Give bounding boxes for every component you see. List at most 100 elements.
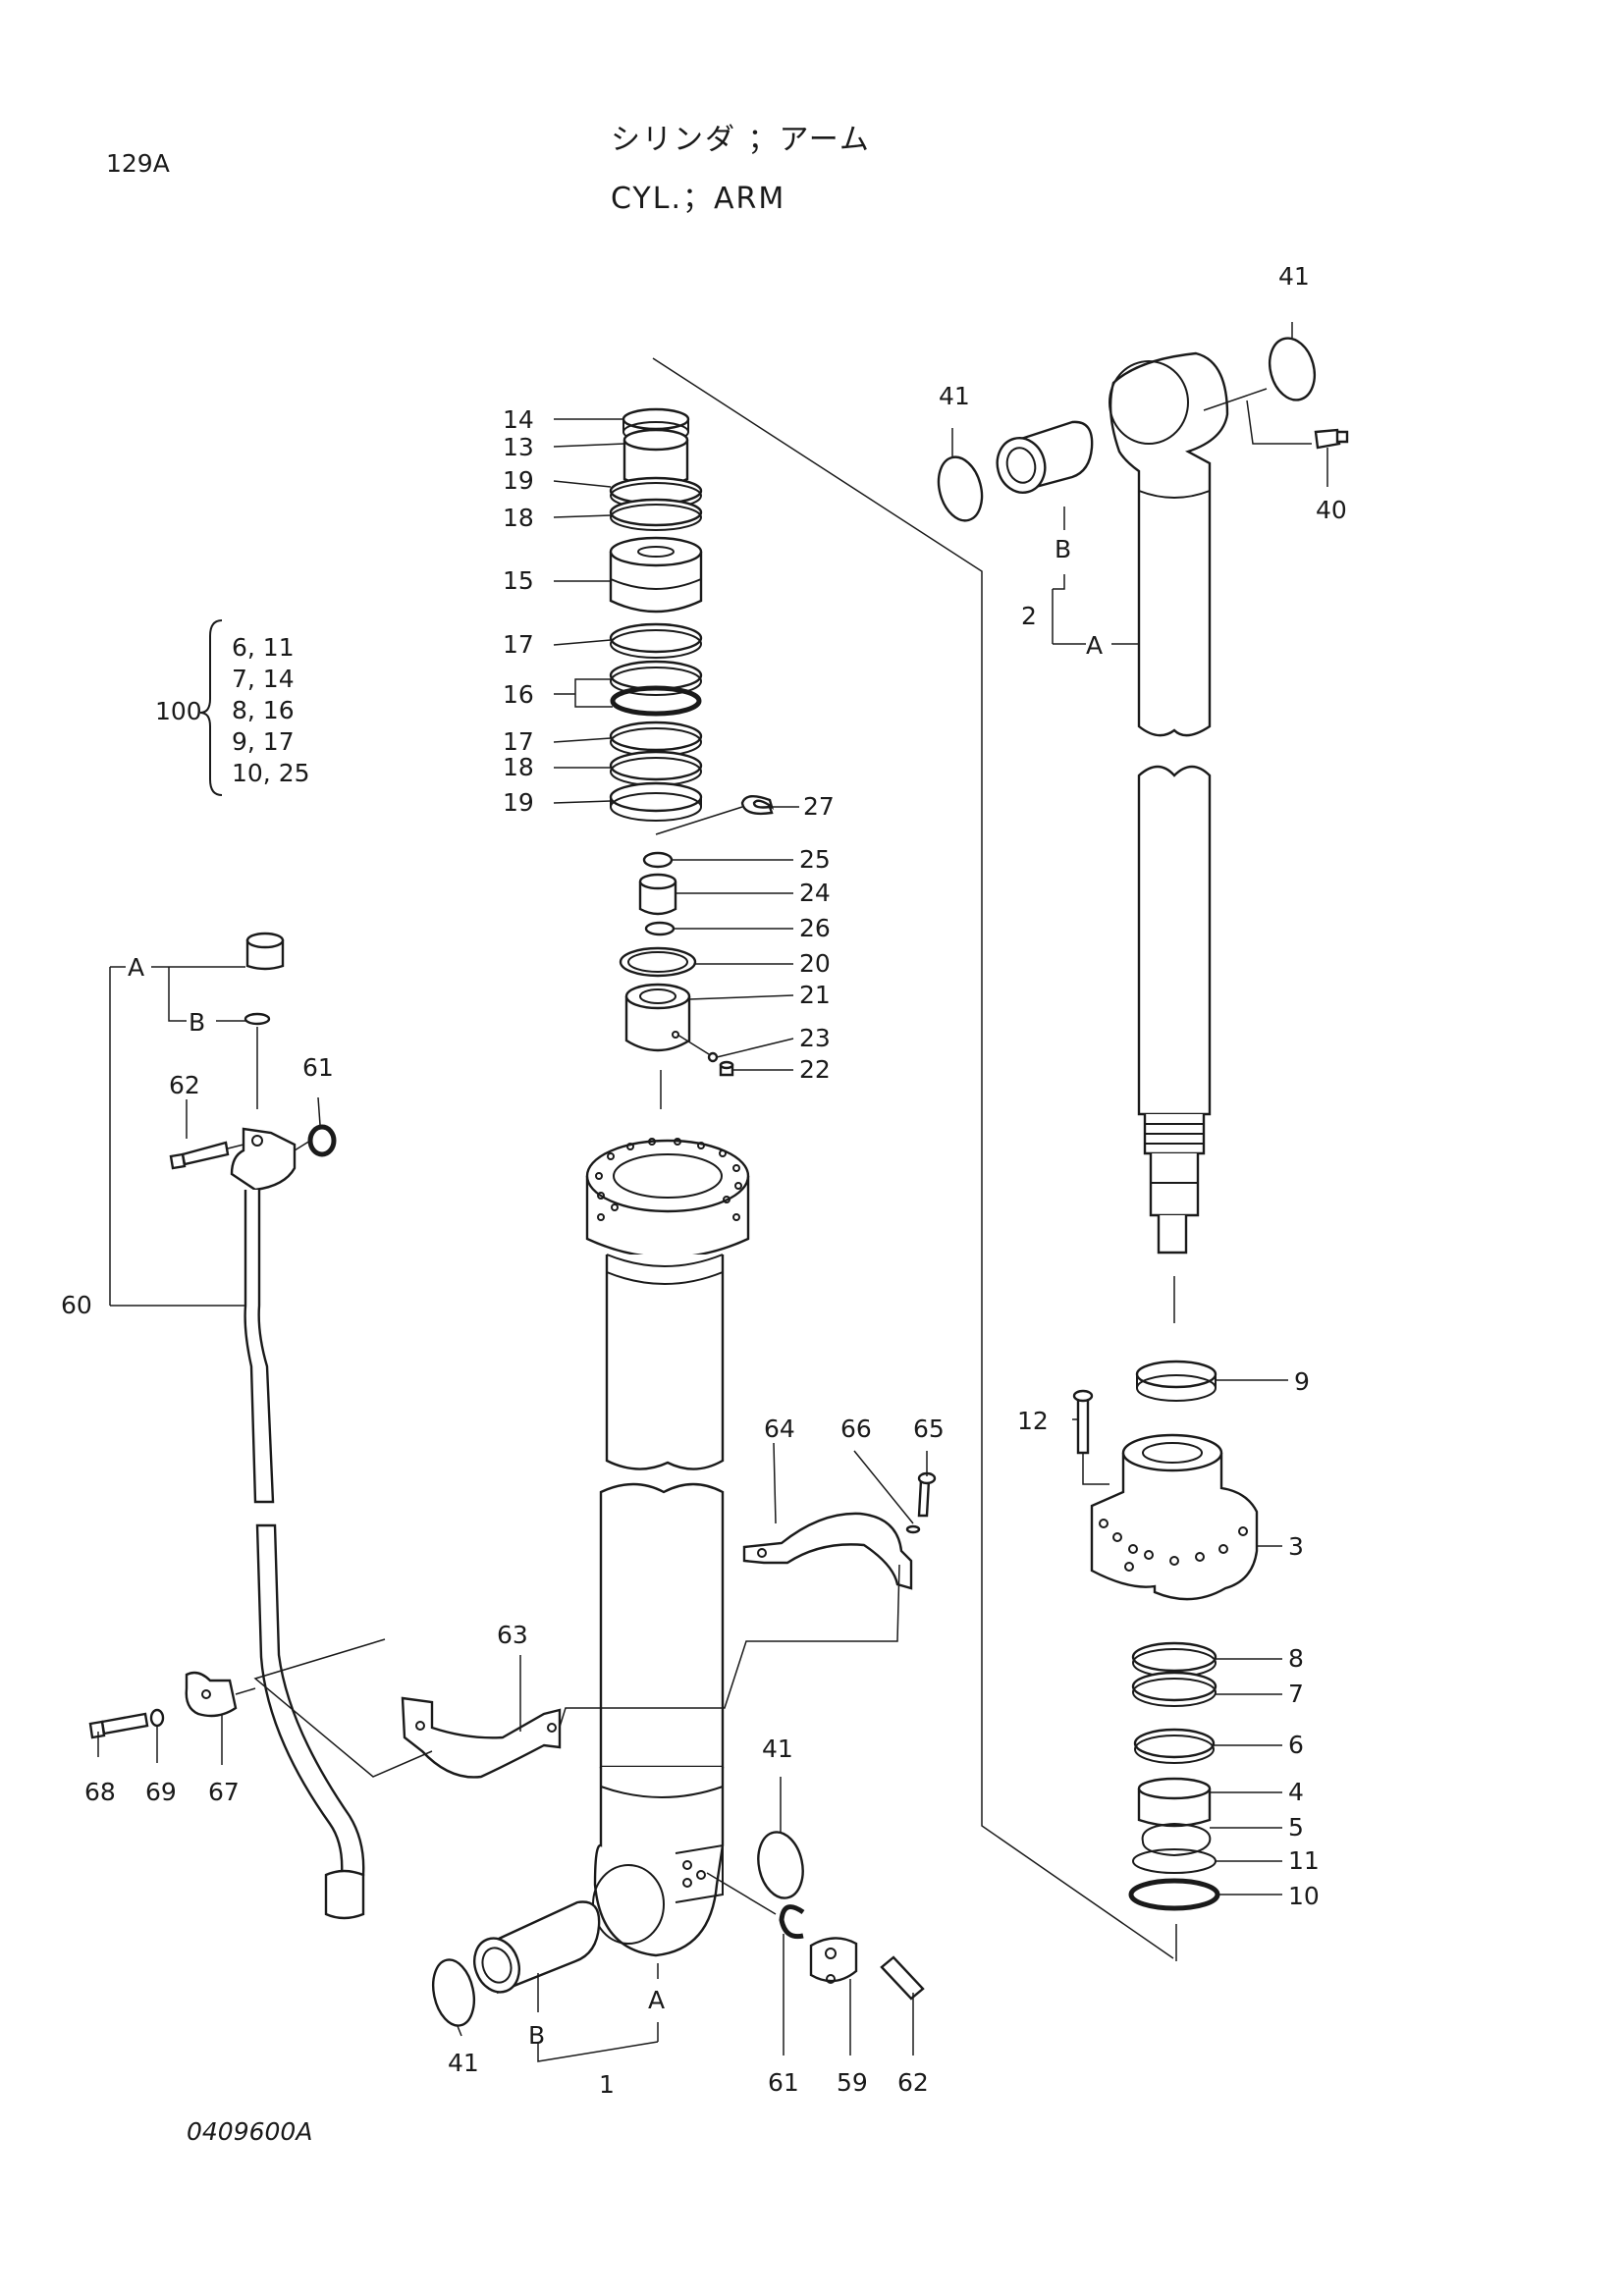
callout-40: 40 — [1316, 496, 1347, 524]
part-23-ball — [707, 1051, 719, 1063]
part-60-pipe — [230, 932, 365, 1920]
part-18-ring-upper — [609, 498, 703, 531]
callout-62-pipe: 62 — [169, 1071, 200, 1099]
ref-b-rod: B — [1055, 535, 1071, 563]
part-61-oring-pipe — [307, 1124, 337, 1157]
callout-5: 5 — [1288, 1813, 1304, 1842]
part-17-ring-upper — [609, 622, 703, 659]
callout-24: 24 — [799, 879, 831, 907]
part-3-gland — [1090, 1433, 1259, 1601]
kit-line-3: 8, 16 — [232, 696, 295, 724]
part-40-grease-fitting — [1314, 428, 1349, 450]
part-15-piston — [609, 536, 703, 614]
ref-a-rod: A — [1086, 631, 1103, 660]
part-65-screw — [917, 1471, 937, 1518]
part-14-ring — [622, 407, 690, 443]
part-18-ring-lower — [609, 750, 703, 786]
part-20-ring — [619, 946, 697, 978]
part-66-washer — [905, 1524, 921, 1534]
part-41-oring-rod-left — [937, 455, 984, 522]
leader-lines — [97, 322, 1328, 2056]
part-27-snap-ring — [740, 795, 775, 816]
callout-27: 27 — [803, 792, 835, 821]
part-12-bolt — [1072, 1389, 1094, 1455]
part-11-ring — [1132, 1848, 1217, 1874]
part-24-nut — [638, 873, 677, 916]
part-17-ring-lower — [609, 721, 703, 757]
part-41-bushing-base — [473, 1900, 601, 1995]
part-13-bushing — [622, 428, 689, 489]
exploded-view-outline — [652, 357, 1174, 1959]
callout-68: 68 — [84, 1778, 116, 1806]
callout-17-upper: 17 — [503, 630, 534, 659]
callout-59: 59 — [837, 2068, 868, 2097]
callout-7: 7 — [1288, 1680, 1304, 1708]
part-59-block — [809, 1937, 858, 1984]
drawing-number: 0409600A — [187, 2117, 312, 2146]
callout-21: 21 — [799, 981, 831, 1009]
callout-65: 65 — [913, 1415, 945, 1443]
callout-63: 63 — [497, 1621, 528, 1649]
kit-brace — [199, 619, 223, 796]
callout-41-rod-right: 41 — [1278, 262, 1310, 291]
kit-line-2: 7, 14 — [232, 665, 295, 693]
part-16-seal — [609, 660, 703, 717]
callout-11: 11 — [1288, 1846, 1320, 1875]
callout-26: 26 — [799, 914, 831, 942]
part-6-seal — [1133, 1728, 1216, 1764]
part-62-bolt-base — [880, 1955, 925, 2001]
callout-61-pipe: 61 — [302, 1053, 334, 1082]
callout-22: 22 — [799, 1055, 831, 1084]
part-21-collar — [624, 983, 691, 1052]
callout-2: 2 — [1021, 602, 1037, 630]
callout-14: 14 — [503, 405, 534, 434]
callouts: 14 13 19 18 15 17 16 17 18 19 27 2 5 24 2… — [61, 262, 1347, 2099]
part-41-bushing-rod — [996, 420, 1094, 494]
kit-line-4: 9, 17 — [232, 727, 295, 756]
callout-9: 9 — [1294, 1367, 1310, 1396]
callout-13: 13 — [503, 433, 534, 461]
callout-41-base-left: 41 — [448, 2049, 479, 2077]
part-63-clamp — [401, 1696, 562, 1779]
part-4-bushing — [1137, 1777, 1212, 1828]
ref-a-pipe: A — [128, 953, 144, 982]
callout-15: 15 — [503, 566, 534, 595]
kit-number: 100 — [155, 697, 202, 725]
callout-18-upper: 18 — [503, 504, 534, 532]
callout-66: 66 — [840, 1415, 872, 1443]
callout-23: 23 — [799, 1024, 831, 1052]
bracket-1 — [537, 1963, 659, 2062]
part-25-ring — [642, 851, 674, 869]
callout-69: 69 — [145, 1778, 177, 1806]
reference-letters: A B A B A B — [128, 535, 1103, 2050]
part-19-ring-upper — [609, 476, 703, 509]
callout-16: 16 — [503, 680, 534, 709]
callout-41-base-right: 41 — [762, 1735, 793, 1763]
part-9-ring — [1135, 1360, 1217, 1402]
callout-10: 10 — [1288, 1882, 1320, 1910]
part-67-clamp — [185, 1671, 238, 1718]
part-oring-b — [243, 1012, 271, 1026]
callout-41-rod-left: 41 — [939, 382, 970, 410]
title-japanese: シリンダ ；アーム — [611, 123, 871, 157]
title-english: CYL.；ARM — [611, 182, 785, 216]
part-68-bolt — [88, 1712, 149, 1739]
piston-stack — [609, 407, 775, 1109]
part-69-washer — [149, 1708, 165, 1728]
callout-8: 8 — [1288, 1644, 1304, 1673]
ref-a-tube: A — [648, 1986, 665, 2014]
callout-19-lower: 19 — [503, 788, 534, 817]
bracket-2 — [1052, 574, 1139, 645]
part-41-oring-base-left — [431, 1958, 476, 2027]
part-1-cylinder-tube — [585, 1138, 750, 1957]
callout-19-upper: 19 — [503, 466, 534, 495]
part-64-clamp — [742, 1512, 913, 1590]
kit-100-group: 100 6, 11 7, 14 8, 16 9, 17 10, 25 — [155, 619, 310, 796]
callout-17-lower: 17 — [503, 727, 534, 756]
part-41-oring-base-right — [757, 1831, 804, 1899]
callout-18-lower: 18 — [503, 753, 534, 781]
callout-60: 60 — [61, 1291, 92, 1319]
callout-61-base: 61 — [768, 2068, 799, 2097]
callout-12: 12 — [1017, 1407, 1049, 1435]
part-26-washer — [644, 921, 676, 936]
